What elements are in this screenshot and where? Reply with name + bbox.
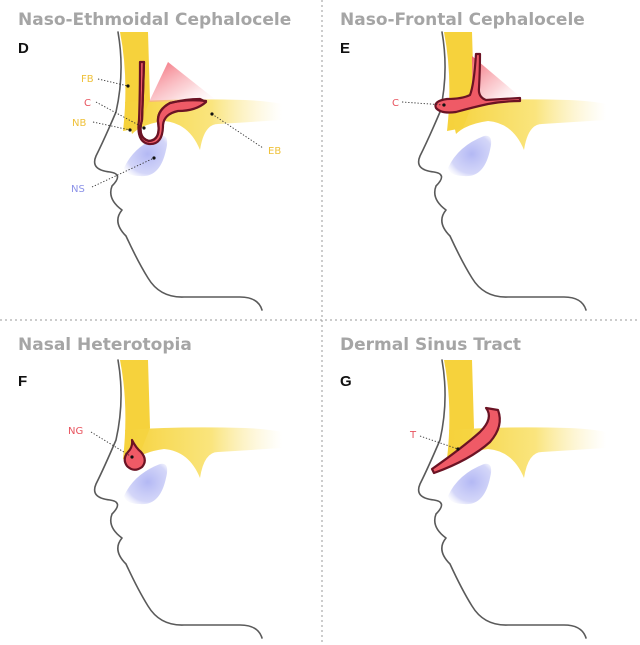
panel-title: Naso-Frontal Cephalocele: [340, 10, 585, 30]
leader-nb: [92, 121, 131, 131]
panel-e: Naso-Frontal Cephalocele E C: [340, 10, 607, 311]
label-t: T: [409, 430, 417, 441]
panel-f: Nasal Heterotopia F NG: [18, 335, 283, 639]
panel-title: Naso-Ethmoidal Cephalocele: [18, 10, 291, 30]
panel-letter: E: [340, 40, 350, 57]
leader-t: [419, 435, 459, 450]
leader-c: [401, 101, 445, 106]
panel-title: Nasal Heterotopia: [18, 335, 192, 355]
sinus-tract-lesion: [430, 406, 501, 475]
panel-letter: G: [340, 373, 352, 390]
label-c: C: [84, 98, 91, 109]
panel-title: Dermal Sinus Tract: [340, 335, 521, 355]
leader-eb: [211, 113, 264, 149]
label-eb: EB: [268, 146, 281, 157]
panel-d: Naso-Ethmoidal Cephalocele D FB C NB EB …: [18, 10, 291, 311]
head-anatomy: [93, 31, 283, 311]
head-anatomy: [417, 359, 607, 639]
label-c: C: [392, 98, 399, 109]
panel-letter: F: [18, 373, 27, 390]
leader-fb: [97, 78, 129, 87]
cephalocele-lesion: [137, 60, 216, 146]
panel-g: Dermal Sinus Tract G T: [340, 335, 607, 639]
label-fb: FB: [81, 74, 94, 85]
glioma-lesion: [123, 438, 146, 471]
label-ng: NG: [68, 426, 83, 437]
label-ns: NS: [71, 184, 85, 195]
panel-letter: D: [18, 40, 29, 57]
label-nb: NB: [72, 118, 86, 129]
leader-ns: [91, 157, 155, 188]
head-anatomy: [93, 359, 283, 639]
cephalocele-lesion: [434, 52, 524, 114]
head-anatomy: [417, 31, 607, 311]
